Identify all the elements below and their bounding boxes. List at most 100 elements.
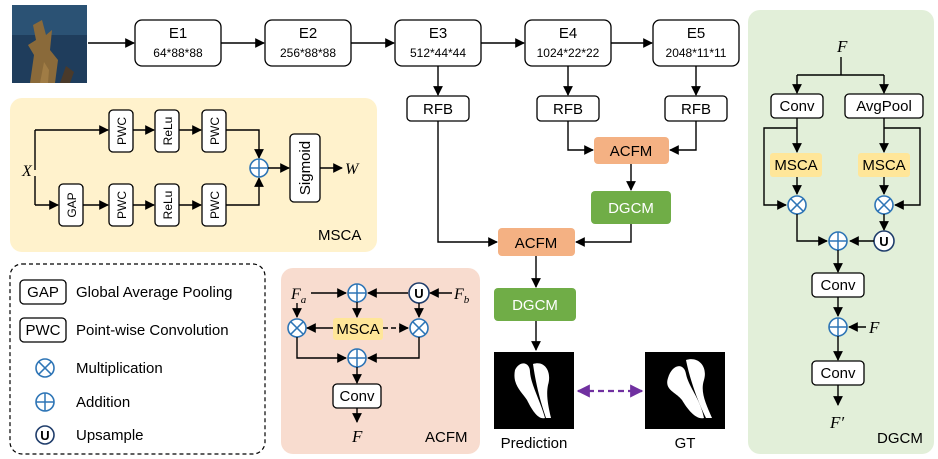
legend-multiplication: Multiplication	[35, 358, 163, 378]
msca-module: X PWC ReLu PWC GAP PWC	[21, 109, 361, 244]
acfm-arrow-mul-right-add	[367, 337, 420, 363]
acfm-output-f: F	[351, 427, 363, 446]
msca-pwc-label-1: PWC	[115, 117, 129, 145]
legend: GAP Global Average Pooling PWC Point-wis…	[19, 279, 233, 445]
addition-icon	[35, 392, 55, 412]
acfm-addition-icon-top	[347, 283, 367, 303]
rfb-label-e5: RFB	[681, 101, 711, 118]
dgcm-avgpool-label: AvgPool	[856, 98, 912, 115]
acfm-box-bottom: ACFM	[498, 228, 575, 256]
legend-addition-text: Addition	[76, 394, 130, 411]
encoder-e2: E2 256*88*88	[264, 19, 352, 67]
msca-relu-box-1: ReLu	[154, 109, 180, 153]
encoder-e3: E3 512*44*44	[394, 19, 482, 67]
gt-image	[645, 352, 725, 429]
msca-gap-label: GAP	[65, 192, 79, 217]
msca-sigmoid-label: Sigmoid	[297, 141, 314, 195]
dgcm-msca-box-left: MSCA	[770, 153, 822, 177]
gt-label: GT	[675, 435, 696, 452]
msca-arrow-to-add-top	[226, 129, 264, 159]
prediction-image	[494, 352, 574, 429]
dgcm-arrow-mul-add	[796, 214, 828, 246]
upsample-icon	[35, 425, 55, 445]
encoder-e1-dims: 64*88*88	[153, 46, 203, 60]
encoder-e4-dims: 1024*22*22	[537, 46, 600, 60]
dgcm-label-bottom: DGCM	[512, 297, 558, 314]
dgcm-msca-box-right: MSCA	[858, 153, 910, 177]
legend-upsample: U Upsample	[35, 425, 144, 445]
msca-pwc-label-4: PWC	[208, 191, 222, 219]
msca-relu-box-2: ReLu	[154, 183, 180, 227]
encoder-e2-dims: 256*88*88	[280, 46, 336, 60]
legend-panel	[9, 263, 266, 455]
acfm-addition-icon-bottom	[347, 348, 367, 368]
msca-pwc-label-2: PWC	[208, 117, 222, 145]
arrow-rfb5-acfm	[669, 121, 697, 155]
acfm-conv-label: Conv	[339, 388, 375, 405]
encoder-e4: E4 1024*22*22	[524, 19, 612, 67]
dgcm-label-top: DGCM	[608, 200, 654, 217]
rfb-box-e5: RFB	[664, 95, 728, 122]
msca-relu-label-2: ReLu	[161, 191, 175, 220]
dgcm-input-f: F	[836, 37, 848, 56]
acfm-label-top: ACFM	[610, 143, 653, 160]
msca-pwc-label-3: PWC	[115, 191, 129, 219]
msca-input-x: X	[21, 163, 33, 180]
legend-upsample-text: Upsample	[76, 427, 144, 444]
encoder-row: E1 64*88*88 E2 256*88*88 E3 512*44*44 E4…	[88, 19, 740, 67]
rfb-label-e4: RFB	[553, 101, 583, 118]
dgcm-conv-label-middle: Conv	[820, 277, 856, 294]
msca-pwc-box-3: PWC	[108, 183, 134, 227]
legend-pwc-text: Point-wise Convolution	[76, 322, 229, 339]
encoder-e1-name: E1	[169, 25, 187, 42]
multiplication-icon	[35, 358, 55, 378]
input-image	[12, 5, 87, 83]
msca-relu-label-1: ReLu	[161, 117, 175, 146]
rfb-box-e4: RFB	[536, 95, 600, 122]
dgcm-conv-label-top: Conv	[779, 98, 815, 115]
dgcm-multiplication-icon-left	[787, 195, 807, 215]
dgcm-side-f: F	[868, 318, 880, 337]
acfm-multiplication-icon-left	[287, 318, 307, 338]
acfm-panel-title: ACFM	[425, 429, 468, 446]
encoder-e2-name: E2	[299, 25, 317, 42]
dgcm-skip-right	[884, 127, 921, 210]
dgcm-multiplication-icon-right	[874, 195, 894, 215]
arrow-dgcm-acfm	[575, 224, 632, 247]
decoder-flow: RFB RFB RFB ACFM DGCM ACFM	[406, 66, 728, 452]
dgcm-conv-label-bottom: Conv	[820, 365, 856, 382]
rfb-label-e3: RFB	[423, 101, 453, 118]
legend-gap: GAP Global Average Pooling	[19, 279, 233, 305]
dgcm-conv-box-top: Conv	[770, 93, 824, 119]
dgcm-skip-left	[763, 127, 797, 210]
msca-panel	[10, 98, 377, 252]
acfm-panel	[281, 268, 480, 454]
msca-pwc-box-2: PWC	[201, 109, 227, 153]
dgcm-conv-box-middle: Conv	[811, 272, 865, 298]
legend-multiplication-text: Multiplication	[76, 360, 163, 377]
dgcm-box-top: DGCM	[591, 191, 671, 224]
legend-gap-abbr: GAP	[27, 284, 59, 301]
msca-gap-box: GAP	[58, 183, 84, 227]
msca-addition-icon	[249, 158, 269, 178]
encoder-e5-name: E5	[687, 25, 705, 42]
legend-pwc-abbr: PWC	[26, 322, 61, 339]
dgcm-conv-box-bottom: Conv	[811, 360, 865, 386]
acfm-conv-box: Conv	[332, 383, 382, 409]
msca-pwc-box-1: PWC	[108, 109, 134, 153]
dgcm-addition-icon-bottom	[828, 317, 848, 337]
acfm-msca-label: MSCA	[336, 321, 379, 338]
legend-pwc: PWC Point-wise Convolution	[19, 317, 229, 343]
msca-sigmoid-box: Sigmoid	[289, 133, 321, 203]
acfm-multiplication-icon-right	[409, 318, 429, 338]
dgcm-upsample-symbol: U	[879, 234, 888, 249]
encoder-e3-dims: 512*44*44	[410, 46, 466, 60]
encoder-e5-dims: 2048*11*11	[666, 46, 727, 60]
msca-pwc-box-4: PWC	[201, 183, 227, 227]
acfm-box-top: ACFM	[594, 137, 669, 164]
dgcm-msca-label-right: MSCA	[862, 157, 905, 174]
rfb-box-e3: RFB	[406, 95, 470, 122]
encoder-e5: E5 2048*11*11	[652, 19, 740, 67]
arrow-rfb3-acfm	[437, 121, 498, 247]
